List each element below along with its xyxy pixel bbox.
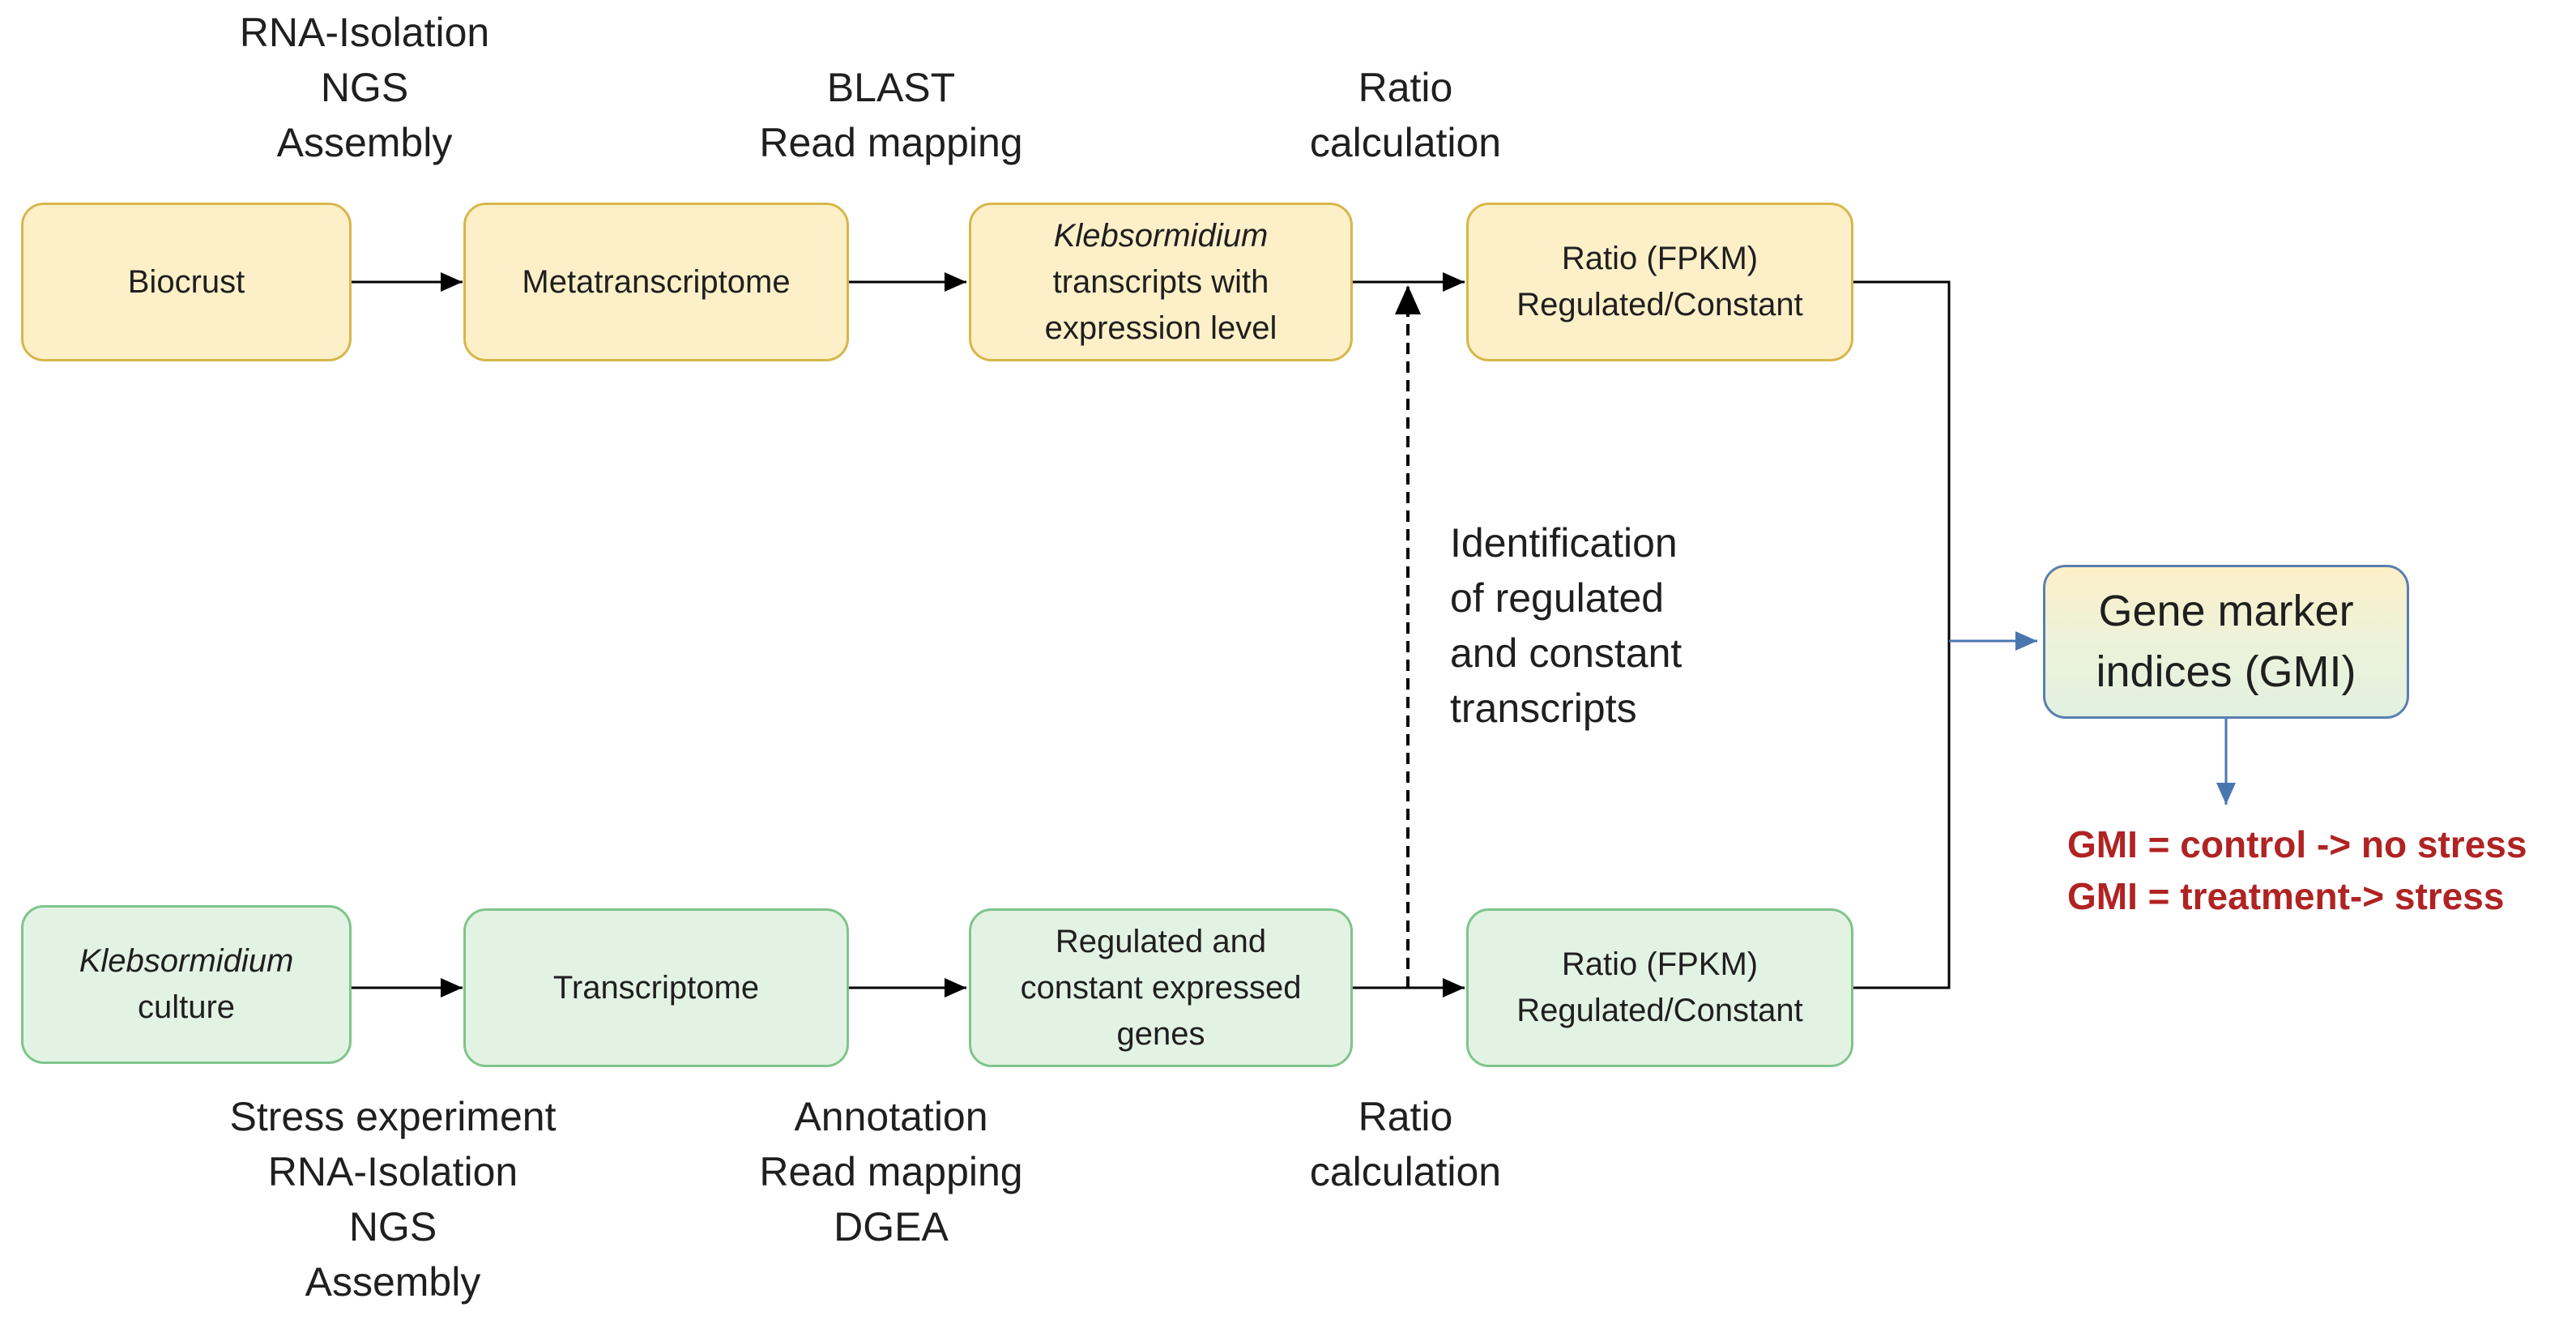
- label-middle-line-2: of regulated: [1450, 575, 1665, 621]
- box-ratio-top: Ratio (FPKM) Regulated/Constant: [1466, 203, 1853, 361]
- label-bottom-1-line-1: Stress experiment: [229, 1094, 557, 1139]
- label-top-1-line-3: Assembly: [276, 120, 453, 165]
- box-ratio-bottom: Ratio (FPKM) Regulated/Constant: [1466, 908, 1853, 1067]
- label-middle-line-1: Identification: [1450, 520, 1678, 566]
- label-top-2-line-2: Read mapping: [759, 120, 1023, 165]
- result-treatment: GMI = treatment-> stress: [2067, 875, 2505, 917]
- label-stress-experiment: Stress experiment RNA-Isolation NGS Asse…: [186, 1089, 599, 1309]
- box-biocrust-label: Biocrust: [127, 263, 245, 300]
- box-culture-italic-label: Klebsormidium: [79, 943, 294, 979]
- box-culture-line-2: culture: [137, 989, 236, 1025]
- label-ratio-calculation-top: Ratio calculation: [1247, 60, 1563, 170]
- label-rna-isolation-top: RNA-Isolation NGS Assembly: [186, 5, 543, 170]
- label-identification-transcripts: Identification of regulated and constant…: [1450, 515, 1790, 736]
- box-genes-line-3: genes: [1116, 1015, 1205, 1052]
- label-annotation-read-mapping-dgea: Annotation Read mapping DGEA: [713, 1089, 1069, 1254]
- box-klebsormidium-transcripts: Klebsormidium transcripts with expressio…: [969, 203, 1353, 361]
- label-ratio-calculation-bottom: Ratio calculation: [1247, 1089, 1563, 1199]
- box-genes-line-1: Regulated and: [1055, 923, 1267, 959]
- box-transcripts-line-2: transcripts with: [1052, 263, 1269, 300]
- label-blast-read-mapping: BLAST Read mapping: [713, 60, 1069, 170]
- label-bottom-1-line-3: NGS: [348, 1204, 437, 1250]
- box-metatranscriptome-label: Metatranscriptome: [522, 263, 791, 300]
- label-bottom-2-line-1: Annotation: [794, 1094, 988, 1139]
- label-bottom-3-line-2: calculation: [1309, 1149, 1502, 1194]
- box-transcripts-line-3: expression level: [1044, 310, 1277, 346]
- result-control: GMI = control -> no stress: [2067, 823, 2527, 865]
- label-bottom-1-line-4: Assembly: [305, 1259, 481, 1305]
- box-transcriptome-label: Transcriptome: [552, 969, 760, 1006]
- box-regulated-constant-genes: Regulated and constant expressed genes: [969, 908, 1353, 1067]
- label-top-3-line-2: calculation: [1309, 120, 1502, 165]
- label-bottom-2-line-2: Read mapping: [759, 1149, 1023, 1194]
- label-middle-line-3: and constant: [1450, 630, 1683, 676]
- box-gmi-line-1: Gene marker: [2098, 587, 2354, 635]
- label-bottom-1-line-2: RNA-Isolation: [267, 1149, 518, 1194]
- box-transcriptome: Transcriptome: [463, 908, 849, 1067]
- label-top-1-line-1: RNA-Isolation: [239, 10, 490, 55]
- box-metatranscriptome: Metatranscriptome: [463, 203, 849, 361]
- box-klebsormidium-culture: Klebsormidium culture: [21, 905, 352, 1064]
- box-gmi-line-2: indices (GMI): [2096, 647, 2356, 696]
- bracket-top-connector: [1853, 280, 1951, 989]
- gmi-results: GMI = control -> no stress GMI = treatme…: [2067, 818, 2527, 922]
- box-ratio-top-line-2: Regulated/Constant: [1516, 287, 1803, 323]
- label-bottom-2-line-3: DGEA: [834, 1204, 949, 1250]
- box-ratio-bottom-line-1: Ratio (FPKM): [1561, 946, 1759, 982]
- box-ratio-top-line-1: Ratio (FPKM): [1561, 241, 1759, 276]
- box-ratio-bottom-line-2: Regulated/Constant: [1516, 993, 1803, 1028]
- box-gene-marker-indices: Gene marker indices (GMI): [2043, 565, 2409, 719]
- box-genes-line-2: constant expressed: [1020, 969, 1302, 1006]
- label-top-1-line-2: NGS: [320, 65, 409, 110]
- label-middle-line-4: transcripts: [1450, 686, 1637, 731]
- box-transcripts-italic-label: Klebsormidium: [1053, 217, 1269, 254]
- label-top-3-line-1: Ratio: [1358, 65, 1453, 110]
- label-bottom-3-line-1: Ratio: [1358, 1094, 1453, 1139]
- label-top-2-line-1: BLAST: [826, 65, 956, 110]
- box-biocrust: Biocrust: [21, 203, 352, 361]
